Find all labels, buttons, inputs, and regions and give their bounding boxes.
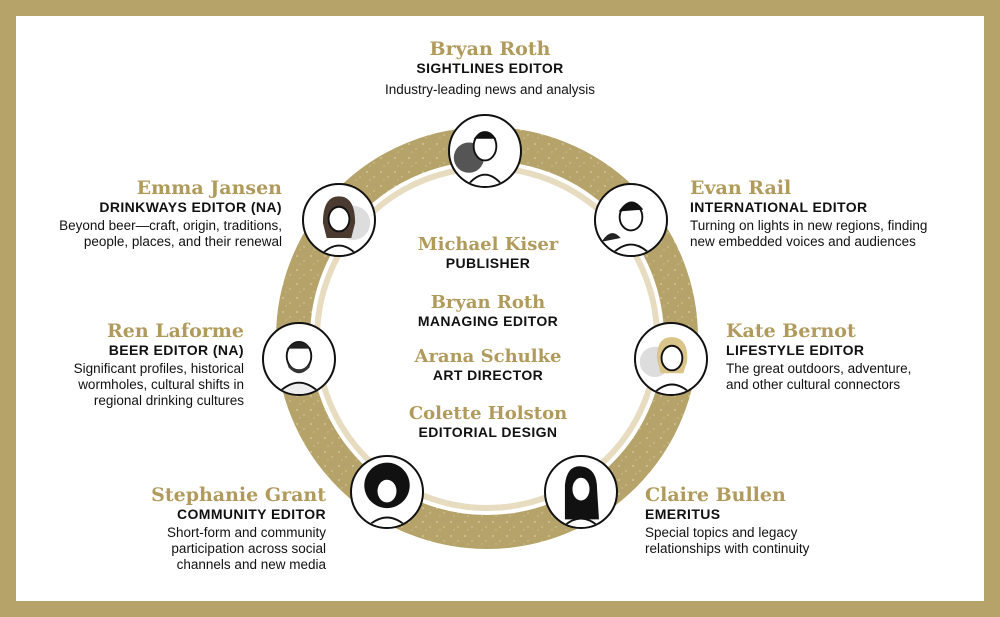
editor-description-line: channels and new media — [176, 557, 326, 572]
editor-name: Bryan Roth — [429, 38, 551, 60]
editor-name: Emma Jansen — [136, 177, 282, 199]
staff-role: PUBLISHER — [445, 255, 531, 271]
editor-description-line: wormholes, cultural shifts in — [78, 377, 244, 392]
staff-role: EDITORIAL DESIGN — [418, 424, 558, 440]
editor-name: Claire Bullen — [645, 484, 786, 506]
editor-name: Evan Rail — [690, 177, 792, 199]
editor-description-line: relationships with continuity — [645, 541, 810, 556]
staff-role: ART DIRECTOR — [432, 367, 544, 383]
editor-role: EMERITUS — [645, 506, 721, 522]
portrait-evan-rail-icon — [594, 183, 668, 257]
editor-stephanie-grant: Stephanie Grant COMMUNITY EDITOR Short-f… — [100, 484, 326, 573]
editor-name: Stephanie Grant — [151, 484, 326, 506]
editor-bryan-roth: Bryan Roth SIGHTLINES EDITOR Industry-le… — [340, 38, 640, 98]
editor-description-line: new embedded voices and audiences — [690, 234, 916, 249]
staff-colette-holston: Colette Holston EDITORIAL DESIGN — [378, 403, 598, 440]
editor-evan-rail: Evan Rail INTERNATIONAL EDITOR Turning o… — [690, 177, 980, 250]
portrait-kate-bernot-icon — [634, 322, 708, 396]
editor-description-line: people, places, and their renewal — [83, 234, 282, 249]
editor-role: BEER EDITOR (NA) — [108, 342, 244, 358]
editor-description-line: regional drinking cultures — [93, 393, 244, 408]
staff-michael-kiser: Michael Kiser PUBLISHER — [378, 234, 598, 271]
editor-name: Ren Laforme — [106, 320, 244, 342]
editor-role: DRINKWAYS EDITOR (NA) — [99, 199, 282, 215]
editor-description-line: Special topics and legacy — [645, 525, 798, 540]
editor-role: LIFESTYLE EDITOR — [726, 342, 865, 358]
editor-role: INTERNATIONAL EDITOR — [690, 199, 868, 215]
staff-name: Michael Kiser — [417, 234, 559, 255]
editor-ren-laforme: Ren Laforme BEER EDITOR (NA) Significant… — [30, 320, 244, 409]
editor-description-line: and other cultural connectors — [726, 377, 901, 392]
editor-description-line: Turning on lights in new regions, findin… — [690, 218, 928, 233]
staff-role: MANAGING EDITOR — [417, 313, 559, 329]
portrait-stephanie-grant-icon — [350, 455, 424, 529]
editor-role: SIGHTLINES EDITOR — [416, 60, 564, 76]
editor-description-line: The great outdoors, adventure, — [726, 361, 912, 376]
staff-arana-schulke: Arana Schulke ART DIRECTOR — [378, 346, 598, 383]
staff-name: Bryan Roth — [430, 292, 546, 313]
editor-kate-bernot: Kate Bernot LIFESTYLE EDITOR The great o… — [726, 320, 976, 393]
staff-name: Arana Schulke — [414, 346, 562, 367]
portrait-emma-jansen-icon — [302, 183, 376, 257]
portrait-bryan-roth-icon — [448, 114, 522, 188]
editor-claire-bullen: Claire Bullen EMERITUS Special topics an… — [645, 484, 885, 557]
editor-description: Industry-leading news and analysis — [384, 82, 596, 97]
portrait-ren-laforme-icon — [262, 322, 336, 396]
staff-name: Colette Holston — [408, 403, 568, 424]
staff-bryan-roth: Bryan Roth MANAGING EDITOR — [378, 292, 598, 329]
editor-description-line: participation across social — [171, 541, 326, 556]
editor-description-line: Short-form and community — [166, 525, 326, 540]
editor-description-line: Beyond beer—craft, origin, traditions, — [59, 218, 282, 233]
editor-name: Kate Bernot — [726, 320, 856, 342]
portrait-claire-bullen-icon — [544, 455, 618, 529]
editor-role: COMMUNITY EDITOR — [177, 506, 326, 522]
editor-description-line: Significant profiles, historical — [73, 361, 244, 376]
editor-emma-jansen: Emma Jansen DRINKWAYS EDITOR (NA) Beyond… — [20, 177, 282, 250]
